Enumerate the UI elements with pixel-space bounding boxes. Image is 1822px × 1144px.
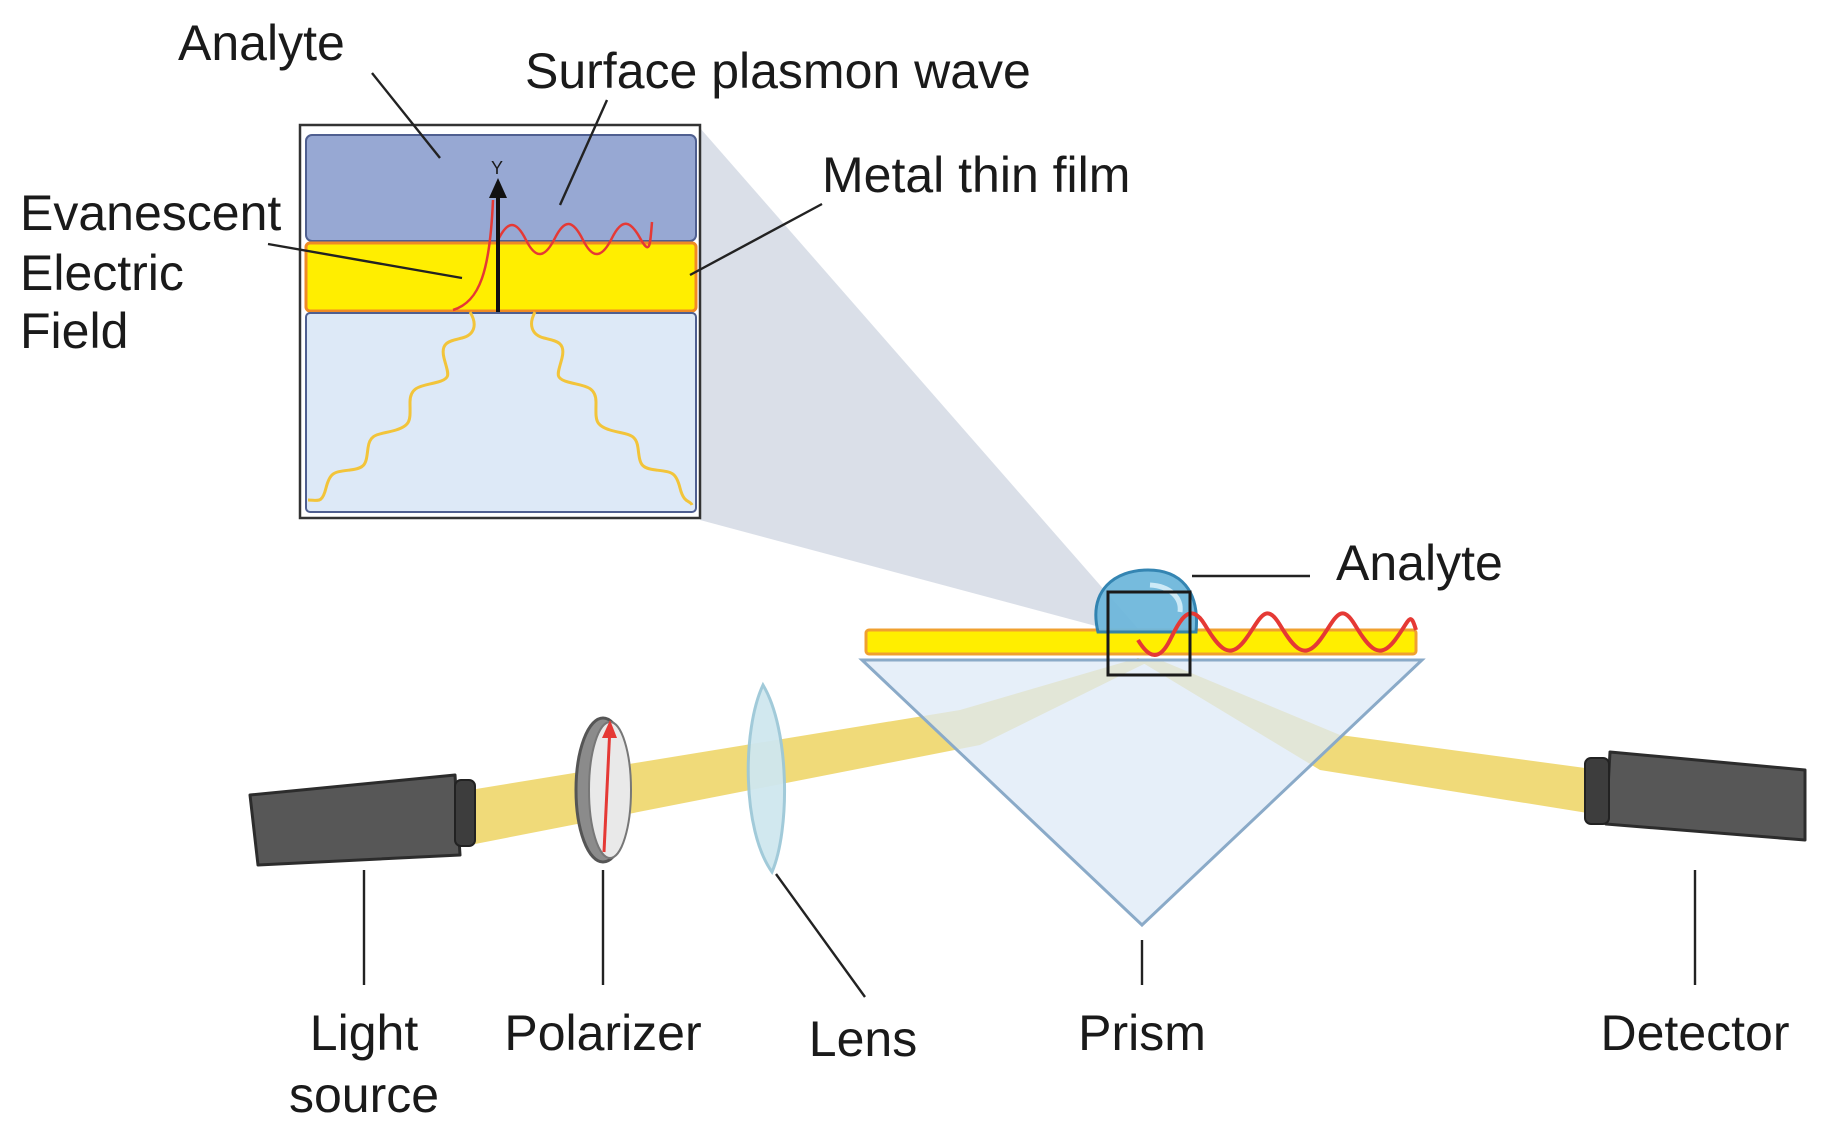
polarizer-device [574,716,632,864]
lens-device [746,681,787,876]
analyte-droplet [1094,568,1199,634]
light-source-device [248,773,476,867]
leader-evanescent [267,242,463,280]
plasmon-wave [1136,611,1418,657]
detail-inset: Y [298,123,702,520]
leader-surface-plasmon [558,99,609,206]
prism-label: Prism [1078,1005,1206,1061]
analyte-label: Analyte [1336,535,1503,591]
light-source-label-line1: Light [310,1005,419,1061]
inset-analyte-label: Analyte [178,15,345,71]
inset-plasmon-wave [496,221,654,256]
leader-metal-film [689,202,823,277]
lens-label: Lens [809,1011,917,1067]
evanescent-label-line1: Evanescent [20,185,281,241]
surface-plasmon-label: Surface plasmon wave [525,43,1031,99]
reflected-beam [1138,660,1600,815]
inset-metal-film [304,241,698,313]
y-axis-arrowhead [489,178,507,198]
evanescent-field-curve [452,199,495,312]
leader-inset-analyte [371,72,441,159]
inset-reflected-light [530,311,694,506]
detector-device [1584,750,1807,842]
polarizer-label: Polarizer [504,1005,701,1061]
evanescent-label-line3: Field [20,303,128,359]
detector-label: Detector [1601,1005,1790,1061]
prism [858,658,1426,928]
inset-incident-light [307,311,476,502]
metal-film-label: Metal thin film [822,147,1130,203]
y-axis-label: Y [491,158,503,178]
zoom-cone [700,128,1148,640]
inset-glass-layer [305,312,697,513]
zoom-box [1106,590,1192,677]
light-source-label-line2: source [289,1067,439,1123]
evanescent-label-line2: Electric [20,245,184,301]
analyte-droplet-highlight [1149,582,1183,613]
leader-lens [775,873,866,998]
